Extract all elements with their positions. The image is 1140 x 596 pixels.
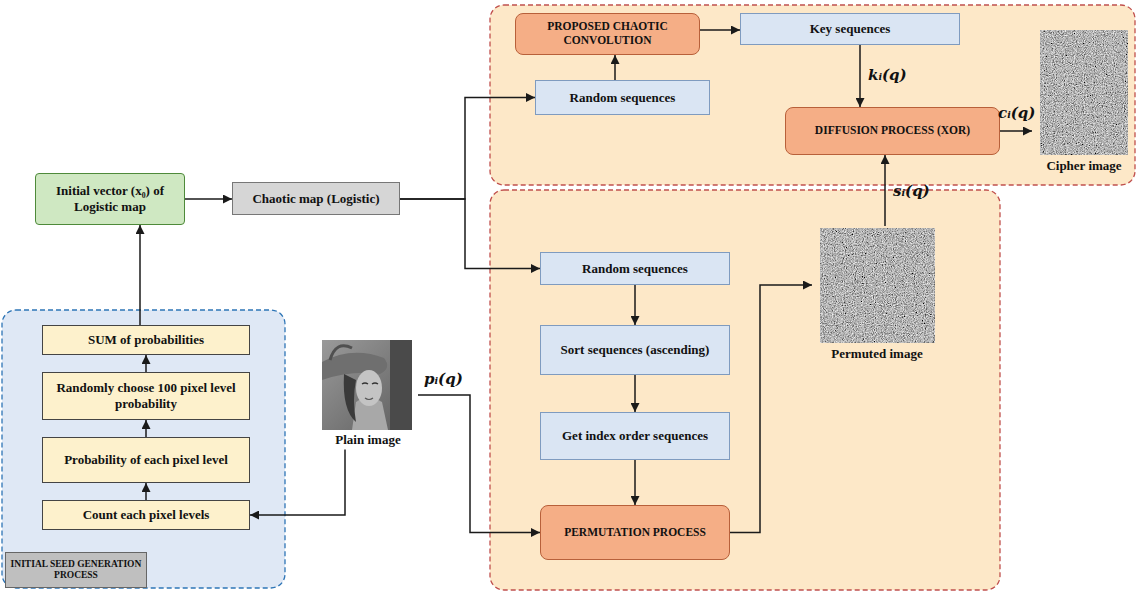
flow-arrow — [634, 375, 636, 412]
input-box: Initial vector (x₀) of Logistic map — [35, 173, 185, 225]
plain-image-picture — [322, 340, 412, 430]
box-text: Count each pixel levels — [83, 507, 210, 523]
region-heading: INITIAL SEED GENERATION PROCESS — [5, 552, 147, 588]
process-box: Randomly choose 100 pixel level probabil… — [42, 372, 250, 420]
process-box: Random sequences — [535, 80, 710, 115]
photo-frame-edge — [390, 340, 412, 430]
permuted-image-picture — [820, 228, 935, 343]
flow-arrow — [634, 460, 636, 505]
image-caption: Cipher image — [1046, 158, 1121, 174]
process-box: Chaotic map (Logistic) — [232, 182, 400, 215]
box-text: Probability of each pixel level — [64, 452, 228, 468]
signal-label: pᵢ(q) — [424, 370, 463, 388]
image-panel: Cipher image — [1032, 28, 1136, 176]
process-box: PROPOSED CHAOTIC CONVOLUTION — [515, 13, 700, 55]
image-caption: Permuted image — [831, 346, 922, 362]
flow-arrow — [250, 450, 345, 515]
flow-arrow — [418, 395, 540, 533]
box-text: Sort sequences (ascending) — [561, 342, 710, 358]
flow-arrow — [700, 29, 740, 31]
encryption-region — [490, 5, 1135, 185]
connector-group — [140, 30, 1032, 533]
box-text: Random sequences — [570, 90, 676, 106]
eyes — [362, 383, 378, 384]
flow-arrow — [884, 155, 886, 226]
box-text: Get index order sequences — [562, 428, 708, 444]
flow-arrow — [634, 285, 636, 325]
process-box: Probability of each pixel level — [42, 437, 250, 483]
box-text: PERMUTATION PROCESS — [564, 526, 706, 540]
box-text: Randomly choose 100 pixel level probabil… — [51, 380, 241, 411]
signal-label: cᵢ(q) — [998, 104, 1035, 122]
process-box: SUM of probabilities — [42, 325, 250, 355]
process-box: Sort sequences (ascending) — [540, 325, 730, 375]
face — [356, 370, 382, 406]
signal-label: kᵢ(q) — [868, 66, 907, 84]
flow-arrow — [145, 355, 147, 372]
flow-arrow — [145, 483, 147, 500]
cipher-image-picture — [1040, 30, 1128, 155]
process-box: Key sequences — [740, 13, 960, 45]
box-text: Key sequences — [810, 21, 891, 37]
flow-arrow — [730, 285, 812, 533]
flow-arrow — [139, 225, 141, 325]
image-panel: Plain image — [318, 338, 418, 450]
box-text: SUM of probabilities — [88, 332, 204, 348]
process-box: Random sequences — [540, 252, 730, 285]
mouth — [365, 398, 373, 400]
process-box: Count each pixel levels — [42, 500, 250, 530]
box-text: PROPOSED CHAOTIC CONVOLUTION — [524, 20, 691, 48]
photo-ground — [322, 340, 412, 430]
flow-arrow — [145, 420, 147, 437]
process-box: DIFFUSION PROCESS (XOR) — [785, 107, 1000, 155]
flow-arrow — [400, 98, 535, 200]
process-box: PERMUTATION PROCESS — [540, 505, 730, 560]
flow-arrow — [400, 199, 540, 269]
flow-arrow — [614, 55, 616, 80]
box-text: Chaotic map (Logistic) — [252, 191, 379, 207]
flow-arrow — [185, 198, 232, 200]
box-text: DIFFUSION PROCESS (XOR) — [815, 124, 970, 138]
image-panel: Permuted image — [812, 226, 942, 364]
flow-arrow — [859, 45, 861, 107]
seed-region — [2, 310, 285, 588]
signal-label: sᵢ(q) — [893, 182, 930, 200]
hair — [344, 374, 356, 422]
flow-arrow — [1000, 130, 1032, 132]
process-box: Get index order sequences — [540, 412, 730, 460]
image-caption: Plain image — [335, 432, 400, 448]
feather — [330, 346, 352, 360]
permutation-region — [490, 190, 1000, 590]
box-text: Initial vector (x₀) of Logistic map — [44, 183, 176, 214]
process-region: INITIAL SEED GENERATION PROCESS SUM of pr… — [2, 310, 285, 588]
box-text: Random sequences — [582, 261, 688, 277]
